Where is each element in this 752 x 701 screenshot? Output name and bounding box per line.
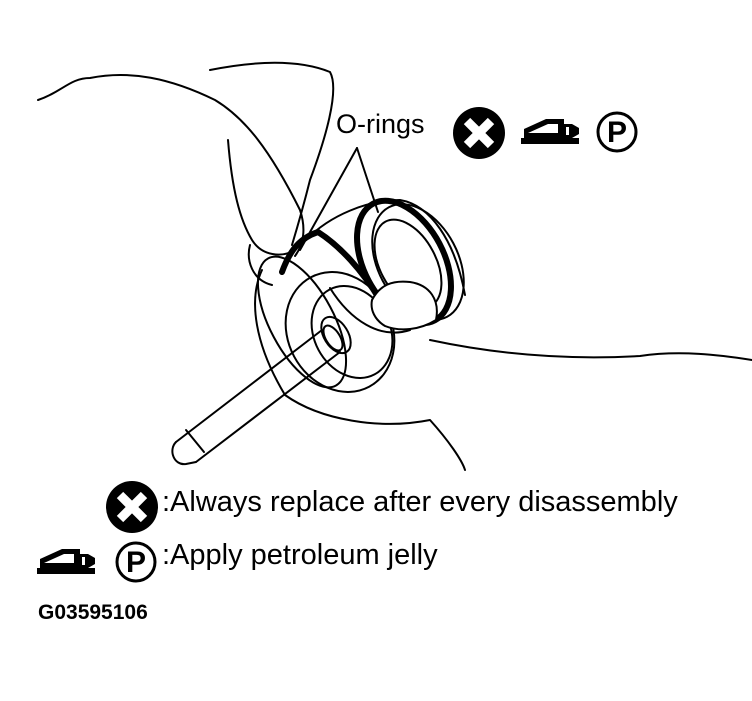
piston-end-face [371, 203, 465, 321]
o-ring-inner [279, 229, 383, 303]
legend-icons: P [37, 481, 158, 583]
figure-code: G03595106 [38, 601, 148, 624]
always-replace-icon [453, 107, 505, 159]
shaft-upper-edge [175, 329, 323, 443]
hand-finger-upper [209, 61, 335, 246]
shaft-step [185, 429, 205, 453]
shaft-lower-edge [195, 351, 341, 463]
hand-thumb [247, 244, 273, 286]
legend-always-replace-text: :Always replace after every disassembly [162, 486, 678, 518]
illustration [37, 61, 752, 471]
hand-palm-lower [254, 269, 466, 471]
petroleum-jelly-letter: P [126, 546, 146, 579]
lubricant-applicator-icon [521, 119, 579, 144]
callout-icons: P [453, 107, 638, 159]
legend-petroleum-jelly-text: :Apply petroleum jelly [162, 539, 438, 571]
shaft-end [171, 441, 197, 466]
lubricant-applicator-icon [37, 549, 95, 574]
piston-body-bottom [329, 287, 411, 334]
o-rings-label: O-rings [336, 109, 425, 139]
leader-line-outer [356, 147, 379, 213]
hand-finger-lower [227, 139, 296, 256]
thumb-pad [370, 280, 438, 331]
piston-body-top [305, 199, 466, 296]
always-replace-icon [106, 481, 158, 533]
leader-line-inner [299, 147, 358, 251]
housing-bore-outer [256, 255, 348, 389]
shaft-collar [320, 315, 352, 355]
shaft-collar-inner [322, 324, 344, 352]
petroleum-jelly-letter: P [607, 116, 627, 149]
hand-outline [37, 73, 305, 257]
palm-right-edge [429, 339, 752, 361]
